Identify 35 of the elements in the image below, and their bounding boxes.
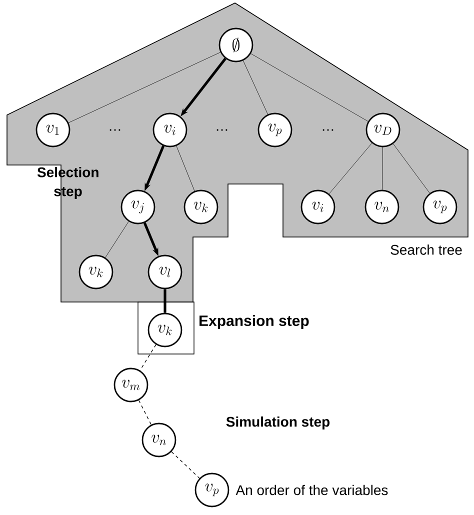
tree-node: $v_{D}$ (366, 112, 400, 148)
edge (393, 144, 430, 194)
edge (176, 146, 195, 192)
region-label: Search tree (390, 244, 462, 255)
step-label: Expansion step (200, 315, 309, 329)
tree-node: $v_{i}$ (300, 190, 336, 224)
edge (68, 52, 221, 123)
edge (164, 289, 166, 313)
tree-node: $v_{p}$ (422, 190, 458, 224)
tree-node: $\emptyset$ (218, 28, 254, 62)
node-caption: An order of the variables (236, 484, 388, 496)
ellipsis: … (322, 129, 334, 131)
edge (250, 53, 368, 122)
step-label: Simulation step (226, 416, 330, 430)
edge (140, 344, 156, 371)
edge (382, 147, 383, 190)
edge (171, 451, 200, 479)
ellipsis: … (216, 129, 228, 131)
edge (242, 60, 268, 115)
tree-node: $v_{k}$ (184, 190, 218, 224)
tree-node: $v_{j}$ (120, 190, 156, 224)
tree-node: $v_{p}$ (258, 112, 292, 148)
tree-node: $v_{p}$ (194, 472, 230, 508)
tree-node: $v_{k}$ (78, 254, 114, 290)
tree-node: $v_{n}$ (364, 190, 400, 224)
edge (328, 142, 372, 194)
edge (138, 400, 152, 426)
ellipsis: … (110, 129, 120, 131)
tree-node: $v_{i}$ (152, 112, 188, 148)
tree-node: $v_{l}$ (148, 254, 182, 290)
edge (105, 221, 129, 258)
tree-node: $v_{n}$ (142, 422, 176, 458)
tree-node: $v_{m}$ (114, 368, 148, 402)
tree-node: $v_{1}$ (36, 112, 70, 148)
tree-node: $v_{k}$ (148, 312, 182, 348)
